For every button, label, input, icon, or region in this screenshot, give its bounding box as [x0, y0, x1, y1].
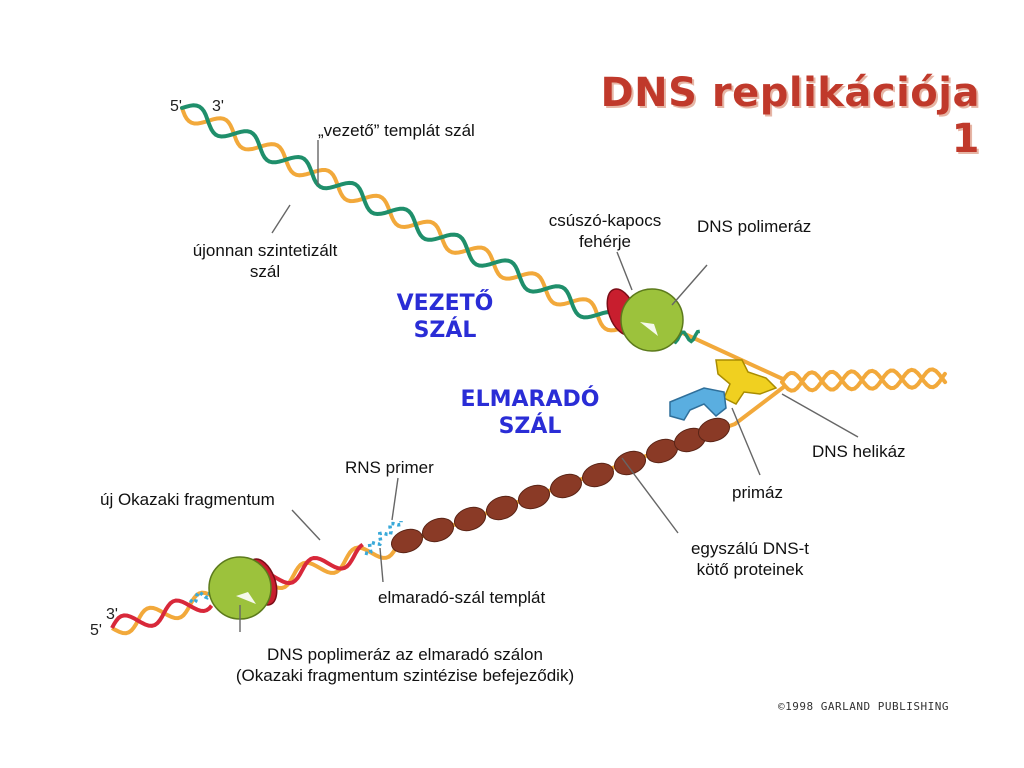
clamp-label-line2: fehérje: [579, 232, 631, 251]
copyright-notice: ©1998 GARLAND PUBLISHING: [778, 700, 949, 713]
ssb-protein-1: [391, 528, 423, 554]
rna-primer: [364, 521, 403, 556]
leader-new-strand: [271, 204, 291, 234]
lagging-polymerase-line2: (Okazaki fragmentum szintézise befejeződ…: [235, 666, 575, 685]
leader-helicase: [781, 393, 859, 438]
leader-lagging-template: [379, 547, 384, 583]
ssb-protein-7: [582, 462, 614, 488]
lagging-polymerase-arrow: [236, 592, 256, 604]
helicase-shape: [715, 359, 778, 405]
new-strand-label: újonnan szintetizált szál: [150, 240, 380, 282]
helicase-label: DNS helikáz: [812, 442, 906, 461]
previous-okazaki-fragment: [110, 598, 214, 629]
page-title: DNS replikációja 1: [600, 70, 980, 162]
leader-ssb: [621, 457, 679, 534]
leading-strand-label: VEZETŐ SZÁL: [375, 290, 515, 344]
ssb-label: egyszálú DNS-t kötő proteinek: [660, 538, 840, 580]
lagging-strand-line2: SZÁL: [498, 414, 562, 439]
ssb-protein-5: [518, 484, 550, 510]
ssb-protein-8: [614, 450, 646, 476]
leader-primase: [731, 407, 761, 476]
polymerase-label: DNS polimeráz: [697, 217, 812, 236]
ssb-protein-11: [698, 417, 730, 443]
leading-strand-line1: VEZETŐ: [396, 291, 494, 316]
leading-template-label: „vezető” templát szál: [318, 121, 475, 140]
lagging-polymerase-label: DNS poplimeráz az elmaradó szálon (Okaza…: [170, 644, 640, 686]
okazaki-label: új Okazaki fragmentum: [100, 490, 275, 509]
leading-strand-line2: SZÁL: [413, 318, 477, 343]
parental-helix-b: [780, 367, 947, 393]
clamp-label: csúszó-kapocs fehérje: [530, 210, 680, 252]
ssb-label-line1: egyszálú DNS-t: [690, 539, 810, 558]
lagging-template-label: elmaradó-szál templát: [378, 588, 546, 607]
ssb-protein-4: [486, 495, 518, 521]
rna-primer-label: RNS primer: [345, 458, 434, 477]
leader-okazaki: [291, 509, 321, 541]
lagging-polymerase-line1: DNS poplimeráz az elmaradó szálon: [267, 645, 543, 664]
bottom-5-prime-label: 5': [90, 622, 102, 639]
clamp-label-line1: csúszó-kapocs: [548, 211, 662, 230]
new-strand-label-line1: újonnan szintetizált: [192, 241, 338, 260]
primase-label: primáz: [732, 483, 784, 502]
new-strand-label-line2: szál: [249, 262, 281, 281]
leading-polymerase: [620, 288, 684, 352]
leader-rna-primer: [391, 477, 399, 521]
leading-arm-helix-a: [180, 106, 633, 333]
parental-helix-a: [780, 367, 948, 393]
ssb-protein-3: [454, 506, 486, 532]
lagging-strand-label: ELMARADÓ SZÁL: [450, 386, 610, 440]
top-5-prime-label: 5': [170, 98, 182, 115]
ssb-protein-6: [550, 473, 582, 499]
top-3-prime-label: 3': [212, 98, 224, 115]
leader-clamp: [616, 251, 633, 291]
bottom-3-prime-label: 3': [106, 606, 118, 623]
leader-polymerase: [671, 264, 708, 306]
ssb-protein-2: [422, 517, 454, 543]
lagging-strand-line1: ELMARADÓ: [460, 387, 600, 412]
leading-polymerase-arrow: [640, 322, 658, 336]
ssb-label-line2: kötő proteinek: [696, 560, 804, 579]
primase-shape: [669, 387, 727, 421]
leading-arm-helix-b: [180, 103, 628, 337]
